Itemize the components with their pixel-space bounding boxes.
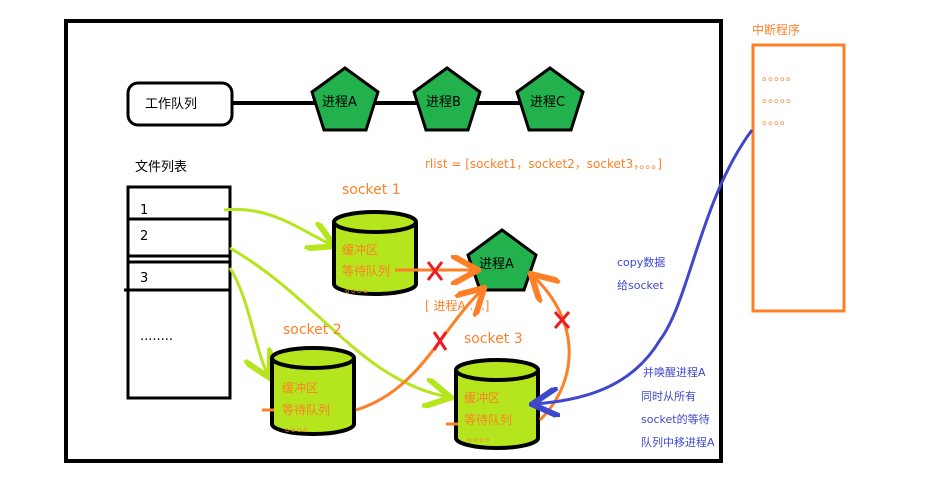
- interrupt-dots: 。。。。: [762, 113, 792, 127]
- file-row: ........: [140, 329, 173, 344]
- svg-text:进程B: 进程B: [426, 95, 461, 110]
- interrupt-title: 中断程序: [752, 22, 800, 37]
- svg-text:进程C: 进程C: [530, 95, 565, 110]
- svg-text:socket 1: socket 1: [342, 182, 401, 198]
- file-row: 2: [140, 229, 148, 244]
- interrupt-box: [751, 43, 846, 313]
- svg-text:缓冲区: 缓冲区: [464, 390, 500, 405]
- socket-3: socket 3 缓冲区 等待队列 。。。。: [454, 331, 540, 450]
- svg-text:。。。。: 。。。。: [285, 420, 315, 434]
- svg-text:socket 2: socket 2: [283, 322, 342, 338]
- file-list-title: 文件列表: [135, 160, 187, 175]
- file-list-table: [124, 185, 232, 400]
- center-process-node: 进程A: [466, 228, 538, 292]
- note-wake: 队列中移进程A: [641, 435, 715, 449]
- note-copy: copy数据: [617, 255, 665, 269]
- svg-text:。。。。: 。。。。: [467, 430, 497, 444]
- work-queue-box: [126, 81, 234, 127]
- socket-2: socket 2 缓冲区 等待队列 。。。。: [270, 322, 356, 436]
- process-c-node: 进程C: [515, 66, 585, 132]
- queue-entry: [ 进程A ....]: [425, 298, 489, 313]
- file-row: 3: [140, 271, 148, 286]
- svg-text:。。。。: 。。。。: [345, 281, 375, 295]
- svg-text:socket 3: socket 3: [464, 331, 523, 347]
- svg-text:等待队列: 等待队列: [464, 412, 512, 427]
- blocked-cross-icons: [426, 261, 571, 351]
- file-to-socket-arrows: [223, 207, 448, 397]
- svg-text:进程A: 进程A: [322, 95, 357, 110]
- process-a-node: 进程A: [310, 66, 380, 132]
- svg-text:等待队列: 等待队列: [282, 402, 330, 417]
- note-copy: 给socket: [617, 279, 664, 292]
- rlist-text: rlist = [socket1，socket2，socket3，。。。]: [425, 157, 662, 171]
- socket-1: socket 1 缓冲区 等待队列 。。。。: [332, 182, 418, 296]
- interrupt-dots: 。。。。。: [762, 69, 798, 83]
- svg-text:等待队列: 等待队列: [342, 263, 390, 278]
- process-b-node: 进程B: [412, 66, 482, 132]
- file-row: 1: [140, 203, 148, 218]
- note-wake: socket的等待: [641, 412, 710, 426]
- svg-text:进程A: 进程A: [479, 257, 514, 272]
- work-queue-label: 工作队列: [145, 97, 197, 112]
- note-wake: 并唤醒进程A: [643, 365, 706, 379]
- note-wake: 同时从所有: [641, 389, 696, 403]
- kernel-frame: [64, 19, 723, 463]
- svg-text:缓冲区: 缓冲区: [282, 380, 318, 395]
- svg-text:缓冲区: 缓冲区: [342, 242, 378, 257]
- interrupt-dots: 。。。。。: [762, 91, 798, 105]
- interrupt-arrow: [535, 129, 754, 404]
